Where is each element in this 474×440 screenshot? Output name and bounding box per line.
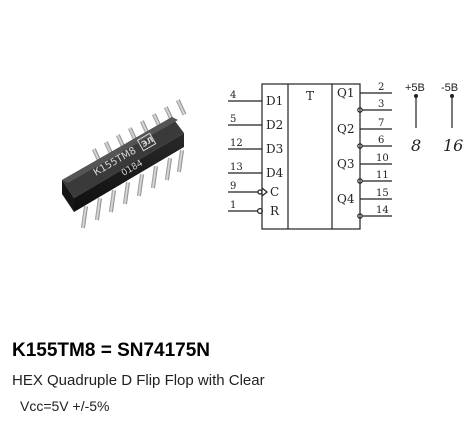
- part-description: HEX Quadruple D Flip Flop with Clear: [12, 372, 265, 389]
- clock-triangle-icon: [261, 187, 268, 197]
- pin-number: 13: [230, 162, 243, 173]
- pin-number: 2: [378, 82, 384, 93]
- input-label-r: R: [270, 204, 280, 218]
- pin-number: 15: [376, 188, 389, 199]
- reset-inversion-icon: [257, 208, 264, 215]
- pin-number: 14: [376, 205, 389, 216]
- pin-number: 6: [378, 135, 384, 146]
- ic-symbol-box: [261, 83, 361, 230]
- chip-logo-icon: [136, 132, 157, 152]
- clock-dot-icon: [257, 189, 263, 195]
- inversion-bubble-icon: [357, 107, 363, 113]
- inversion-bubble-icon: [357, 143, 363, 149]
- power-node-icon: [414, 94, 418, 98]
- output-label-q2: Q2: [337, 122, 354, 136]
- input-label-d3: D3: [266, 142, 283, 156]
- chip-back-pins: [92, 99, 187, 165]
- input-label-d2: D2: [266, 118, 283, 132]
- part-title: K155TM8 = SN74175N: [12, 340, 211, 361]
- power-label-plus: +5B: [405, 82, 425, 94]
- pin-number: 5: [230, 114, 236, 125]
- pin-number: 9: [230, 181, 236, 192]
- output-label-q4: Q4: [337, 192, 355, 206]
- pin-number: 11: [376, 170, 389, 181]
- chip-front-pins: [80, 150, 184, 229]
- input-label-d4: D4: [266, 166, 284, 180]
- power-node-icon: [450, 94, 454, 98]
- inversion-bubble-icon: [357, 178, 363, 184]
- input-label-d1: D1: [266, 94, 283, 108]
- pin-number: 3: [378, 99, 384, 110]
- pin-number: 12: [230, 138, 243, 149]
- trigger-label: T: [306, 89, 314, 103]
- input-label-c: C: [270, 185, 279, 199]
- power-pin-minus: 16: [443, 136, 463, 155]
- inversion-bubble-icon: [357, 213, 363, 219]
- pin-number: 10: [376, 153, 389, 164]
- supply-voltage: Vcc=5V +/-5%: [20, 398, 110, 414]
- power-pin-plus: 8: [411, 136, 421, 155]
- pin-number: 1: [230, 200, 236, 211]
- output-label-q3: Q3: [337, 157, 354, 171]
- pin-number: 7: [378, 118, 384, 129]
- power-label-minus: -5B: [441, 82, 458, 94]
- output-label-q1: Q1: [337, 86, 354, 100]
- pin-number: 4: [230, 90, 236, 101]
